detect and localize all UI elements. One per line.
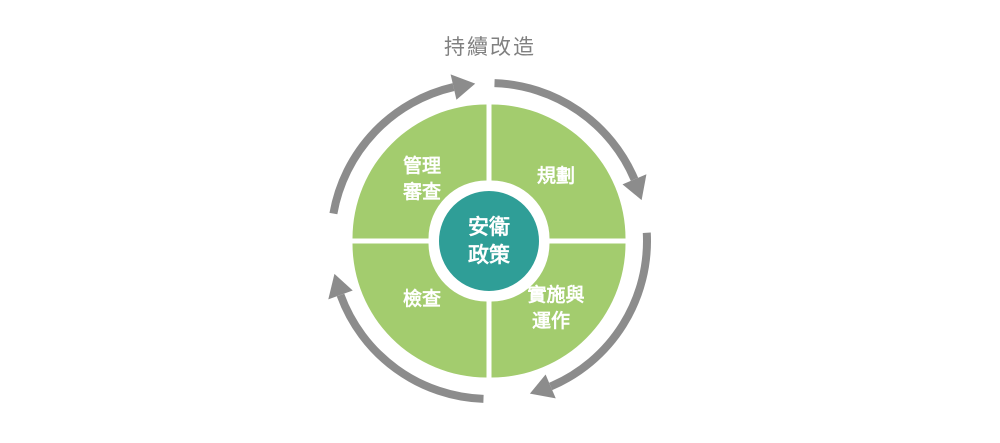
center-label-line2: 政策	[468, 243, 511, 267]
arrow-arc-top	[329, 83, 455, 215]
quadrant-top-left	[352, 104, 487, 239]
arrow-arc-bottom	[549, 232, 651, 391]
quadrant-top-right	[491, 104, 626, 239]
quadrant-top-left-label-line1: 管理	[403, 154, 441, 177]
quadrant-bottom-right-label-line1: 實施與	[527, 283, 584, 306]
diagram-title: 持續改造	[444, 35, 536, 59]
arrowhead-bottom-icon	[529, 374, 556, 399]
quadrant-bottom-left	[352, 243, 487, 378]
arrow-arc-right	[494, 79, 639, 181]
arrow-arc-left	[336, 293, 484, 403]
arrowhead-left-icon	[328, 273, 353, 300]
quadrant-bottom-right-label-line2: 運作	[532, 309, 570, 332]
arrowhead-right-icon	[622, 174, 647, 201]
quadrant-bottom-left-label: 檢查	[403, 287, 442, 310]
quadrant-top-right-label: 規劃	[537, 165, 575, 187]
quadrant-top-left-label-line2: 審查	[402, 180, 442, 203]
center-circle	[435, 187, 543, 295]
cycle-arrows	[329, 79, 651, 403]
cycle-arrowheads	[328, 74, 647, 399]
arrowhead-top-icon	[450, 74, 476, 100]
quadrant-group	[352, 104, 626, 378]
center-label-line1: 安衛	[468, 215, 510, 239]
quadrant-bottom-right	[491, 243, 626, 378]
